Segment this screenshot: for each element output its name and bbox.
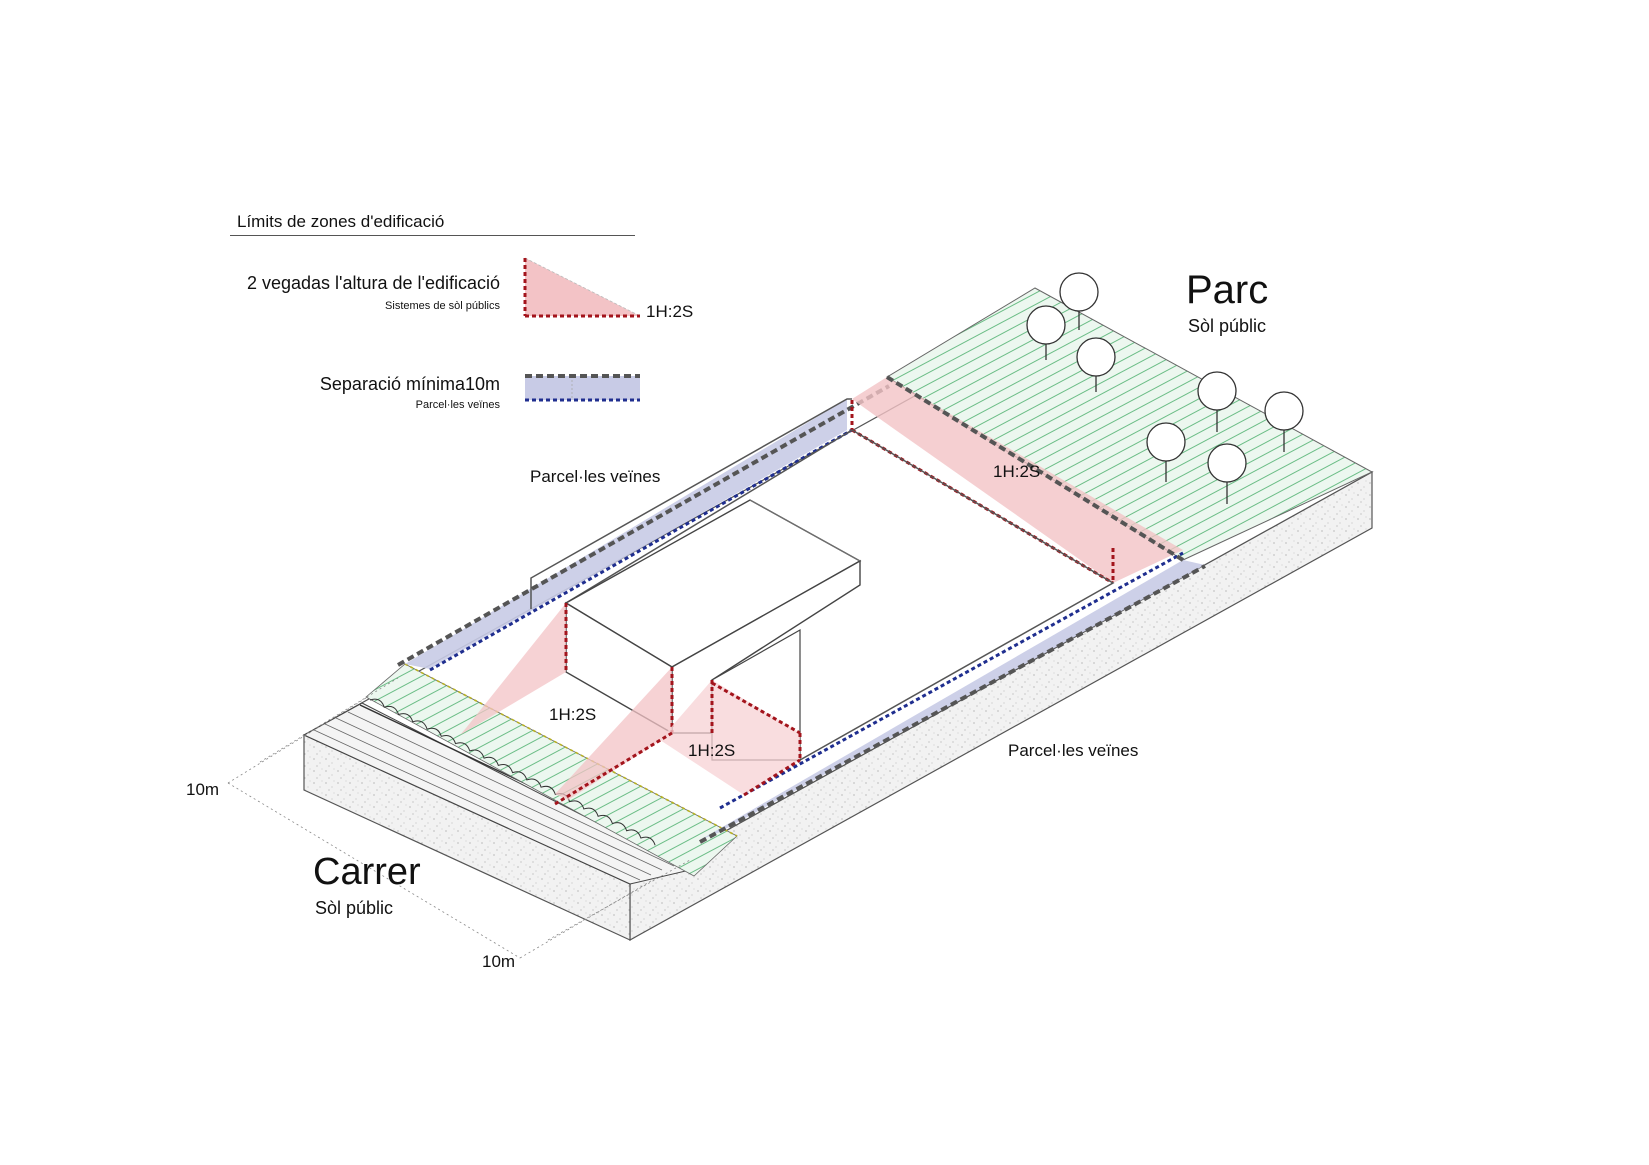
legend-swatch-separation (525, 374, 640, 402)
neighbors-label-right: Parcel·les veïnes (1008, 741, 1139, 760)
park-subtitle: Sòl públic (1188, 316, 1267, 336)
legend-item-separation-label: Separació mínima10m (319, 374, 500, 394)
separation-band-top (397, 384, 890, 672)
ratio-label-park: 1H:2S (993, 462, 1041, 481)
tree-icon (1059, 272, 1099, 330)
legend-swatch-setback (523, 257, 641, 318)
park-title: Parc (1186, 268, 1269, 312)
street-subtitle: Sòl públic (315, 898, 394, 918)
neighbors-label-top: Parcel·les veïnes (530, 467, 661, 486)
tree-icon (1197, 371, 1237, 432)
tree-icon (1207, 443, 1247, 504)
ratio-label-street-left: 1H:2S (549, 705, 597, 724)
dimension-lines (227, 677, 691, 959)
legend-title: Límits de zones d'edificació (237, 212, 445, 231)
tree-icon (1076, 337, 1116, 392)
park-trees (1026, 272, 1304, 504)
legend-rule (230, 235, 635, 236)
dimension-label-bottom: 10m (482, 952, 516, 971)
legend-item-setback-sub: Sistemes de sòl públics (385, 300, 500, 312)
tree-icon (1146, 422, 1186, 482)
legend-item-separation-sub: Parcel·les veïnes (415, 399, 500, 411)
dimension-label-left: 10m (186, 780, 220, 799)
hedge-row (369, 698, 656, 846)
separation-band-right (699, 551, 1206, 844)
ratio-label-street-right: 1H:2S (688, 741, 736, 760)
street-setback-zones (460, 603, 802, 806)
neighbor-building-outline (530, 398, 852, 609)
street-title: Carrer (313, 851, 421, 893)
tree-icon (1264, 391, 1304, 452)
legend-item-setback-ratio: 1H:2S (646, 302, 694, 321)
tree-icon (1026, 305, 1066, 360)
legend-item-setback-label: 2 vegadas l'altura de l'edificació (246, 273, 500, 293)
